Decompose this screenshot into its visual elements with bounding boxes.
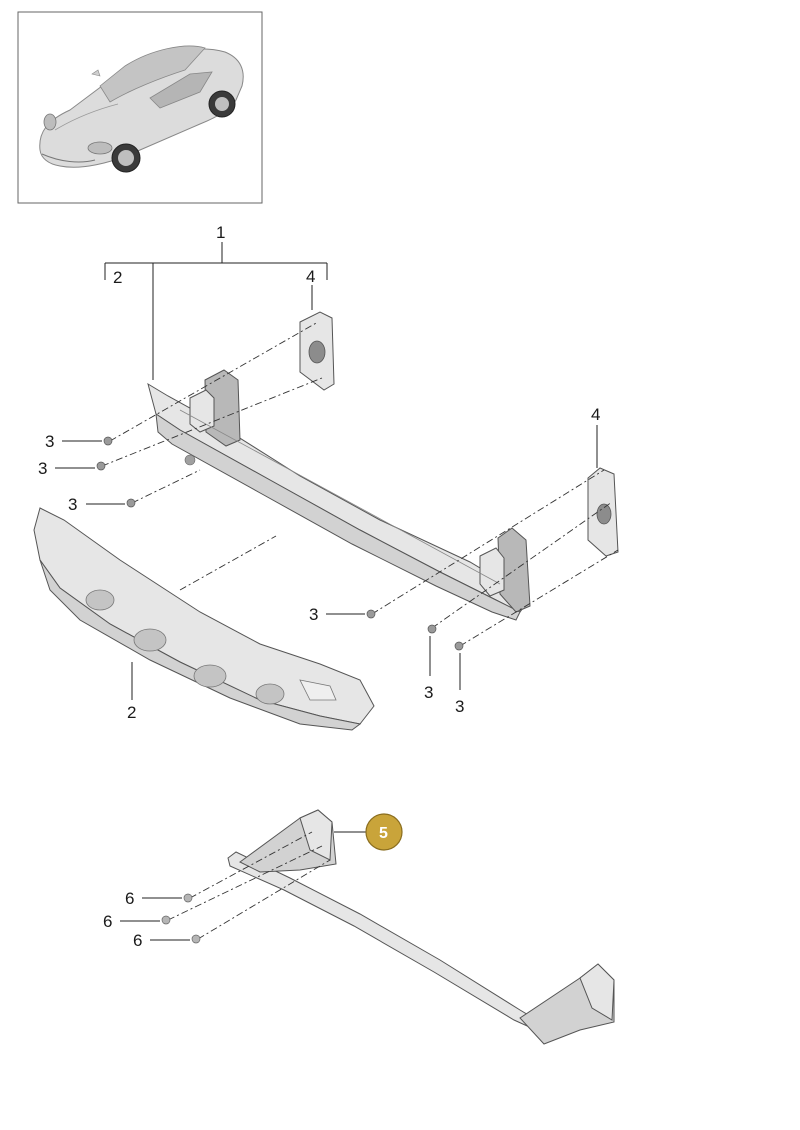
screw-icon[interactable] — [454, 641, 464, 651]
callout-3-f: 3 — [455, 697, 464, 716]
bumper-cross-member[interactable] — [147, 369, 531, 621]
screw-icon[interactable] — [427, 624, 437, 634]
callout-2-bottom: 2 — [127, 703, 136, 722]
callout-6-c: 6 — [133, 931, 142, 950]
callout-3-e: 3 — [424, 683, 433, 702]
callout-3-b: 3 — [38, 459, 47, 478]
callout-6-a: 6 — [125, 889, 134, 908]
callout-3-a: 3 — [45, 432, 54, 451]
sports-car-icon — [39, 45, 244, 173]
screw-leaders — [55, 440, 461, 690]
nut-icon[interactable] — [183, 893, 193, 903]
nuts-6 — [161, 893, 201, 944]
nut-icon[interactable] — [161, 915, 171, 925]
screw-icon[interactable] — [126, 498, 136, 508]
lower-cross-member[interactable] — [227, 809, 615, 1045]
screw-icon[interactable] — [96, 461, 106, 471]
nut-icon[interactable] — [191, 934, 201, 944]
nut-guide-lines — [167, 831, 331, 940]
mounting-plate-left[interactable] — [299, 311, 335, 391]
highlight-badge-5[interactable]: 5 — [365, 813, 403, 851]
nut-leaders — [120, 897, 190, 941]
screw-icon[interactable] — [103, 436, 113, 446]
mounting-plate-right[interactable] — [587, 467, 619, 557]
callout-6-b: 6 — [103, 912, 112, 931]
badge-label: 5 — [379, 825, 388, 842]
callout-1: 1 — [216, 223, 225, 242]
screws-3 — [96, 436, 464, 651]
assembly-bracket — [104, 242, 328, 380]
callout-4-top: 4 — [306, 267, 315, 286]
callout-4-right: 4 — [591, 405, 600, 424]
bumper-absorber[interactable] — [33, 507, 375, 731]
callout-3-d: 3 — [309, 605, 318, 624]
screw-icon[interactable] — [366, 609, 376, 619]
callout-3-c: 3 — [68, 495, 77, 514]
callout-2-top: 2 — [113, 268, 122, 287]
assembly-guide-lines — [101, 321, 619, 647]
vehicle-thumbnail[interactable] — [17, 11, 263, 204]
